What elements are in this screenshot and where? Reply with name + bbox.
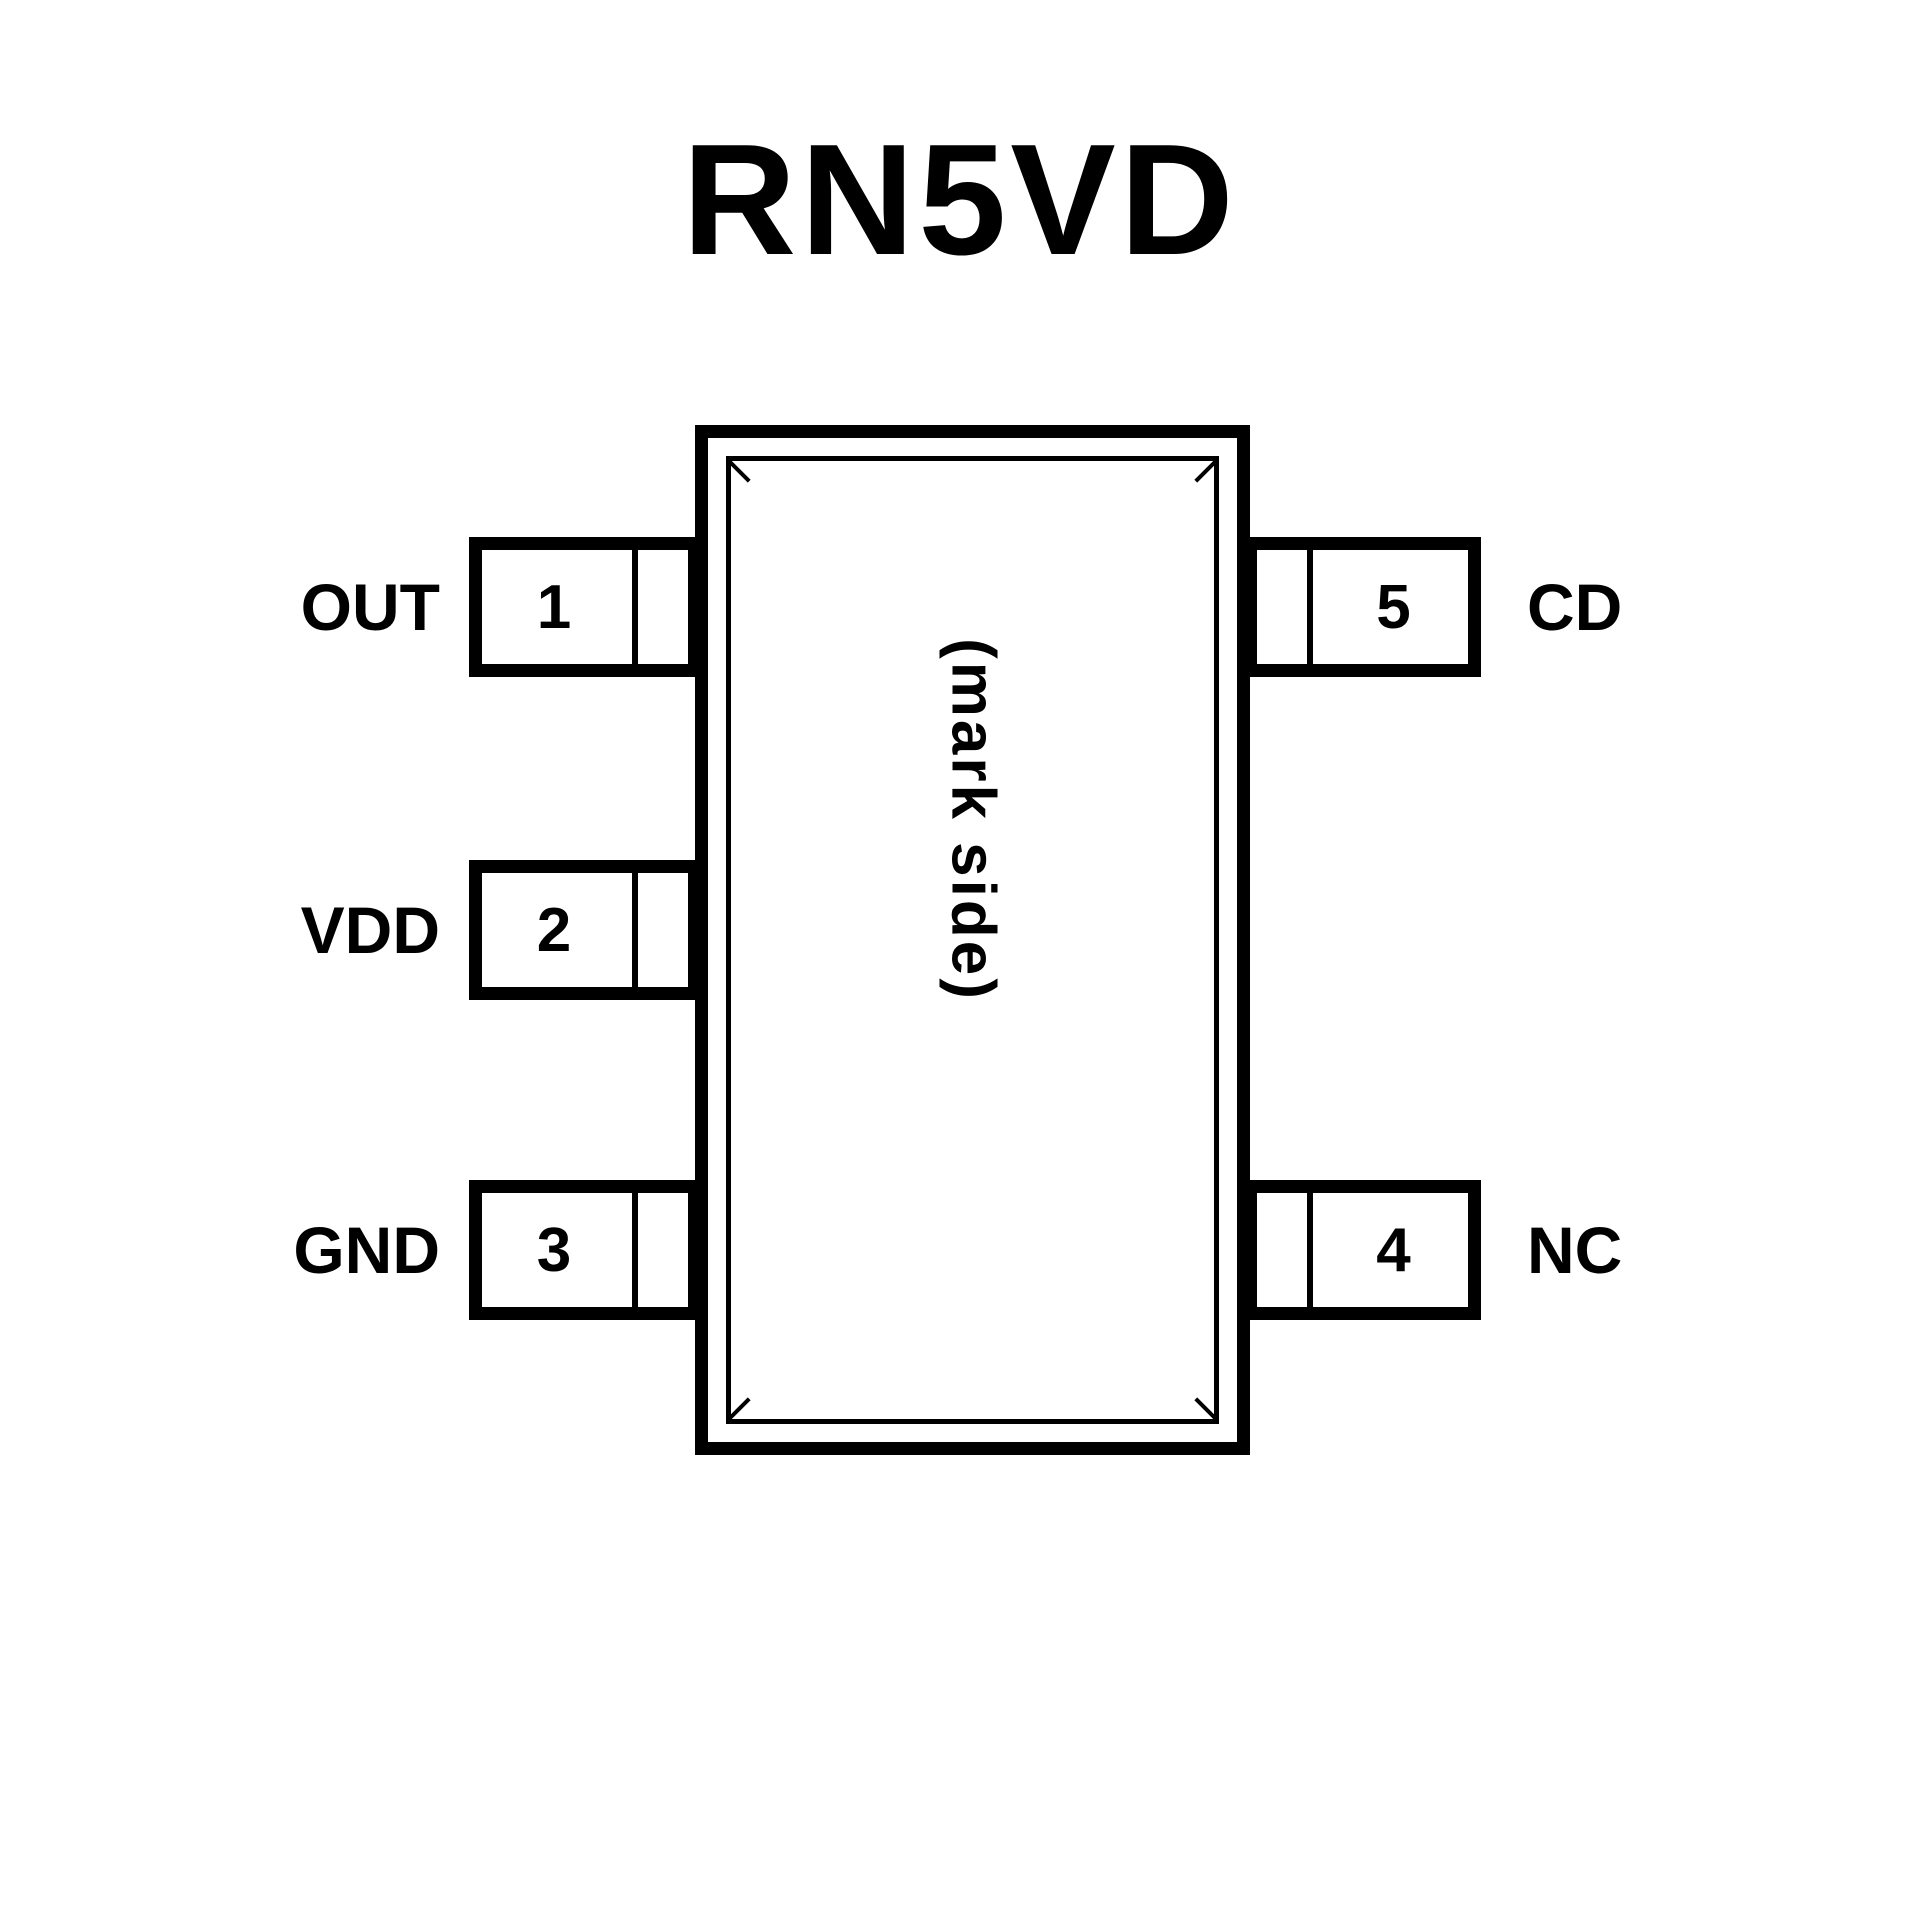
pin-label-nc: NC — [1527, 1213, 1623, 1287]
pin-4: 4 — [1244, 1180, 1481, 1320]
pin-4-divider — [1307, 1193, 1313, 1307]
pin-3-divider — [632, 1193, 638, 1307]
pin-1-divider — [632, 550, 638, 664]
pin-label-cd: CD — [1527, 570, 1623, 644]
bevel-corner-top-right — [1194, 458, 1219, 483]
pin-5-divider — [1307, 550, 1313, 664]
bevel-corner-top-left — [726, 458, 751, 483]
pin-4-number: 4 — [1376, 1215, 1411, 1285]
mark-side-text: (mark side) — [938, 637, 1007, 1002]
pin-5-number: 5 — [1376, 572, 1411, 642]
bevel-corner-bottom-left — [726, 1397, 751, 1422]
bevel-corner-bottom-right — [1194, 1397, 1219, 1422]
pin-2-number: 2 — [536, 895, 572, 965]
pin-5: 5 — [1244, 537, 1481, 677]
pin-label-vdd: VDD — [300, 893, 440, 967]
pin-3-number: 3 — [536, 1215, 572, 1285]
pin-1: 1 — [469, 537, 701, 677]
pin-2: 2 — [469, 860, 701, 1000]
chip-title: RN5VD — [682, 112, 1238, 288]
pin-label-out: OUT — [300, 570, 440, 644]
ic-body: (mark side) — [695, 425, 1250, 1455]
pin-2-divider — [632, 873, 638, 987]
pin-label-gnd: GND — [293, 1213, 440, 1287]
pin-3: 3 — [469, 1180, 701, 1320]
pin-1-number: 1 — [536, 572, 572, 642]
ic-body-inner — [726, 456, 1219, 1424]
